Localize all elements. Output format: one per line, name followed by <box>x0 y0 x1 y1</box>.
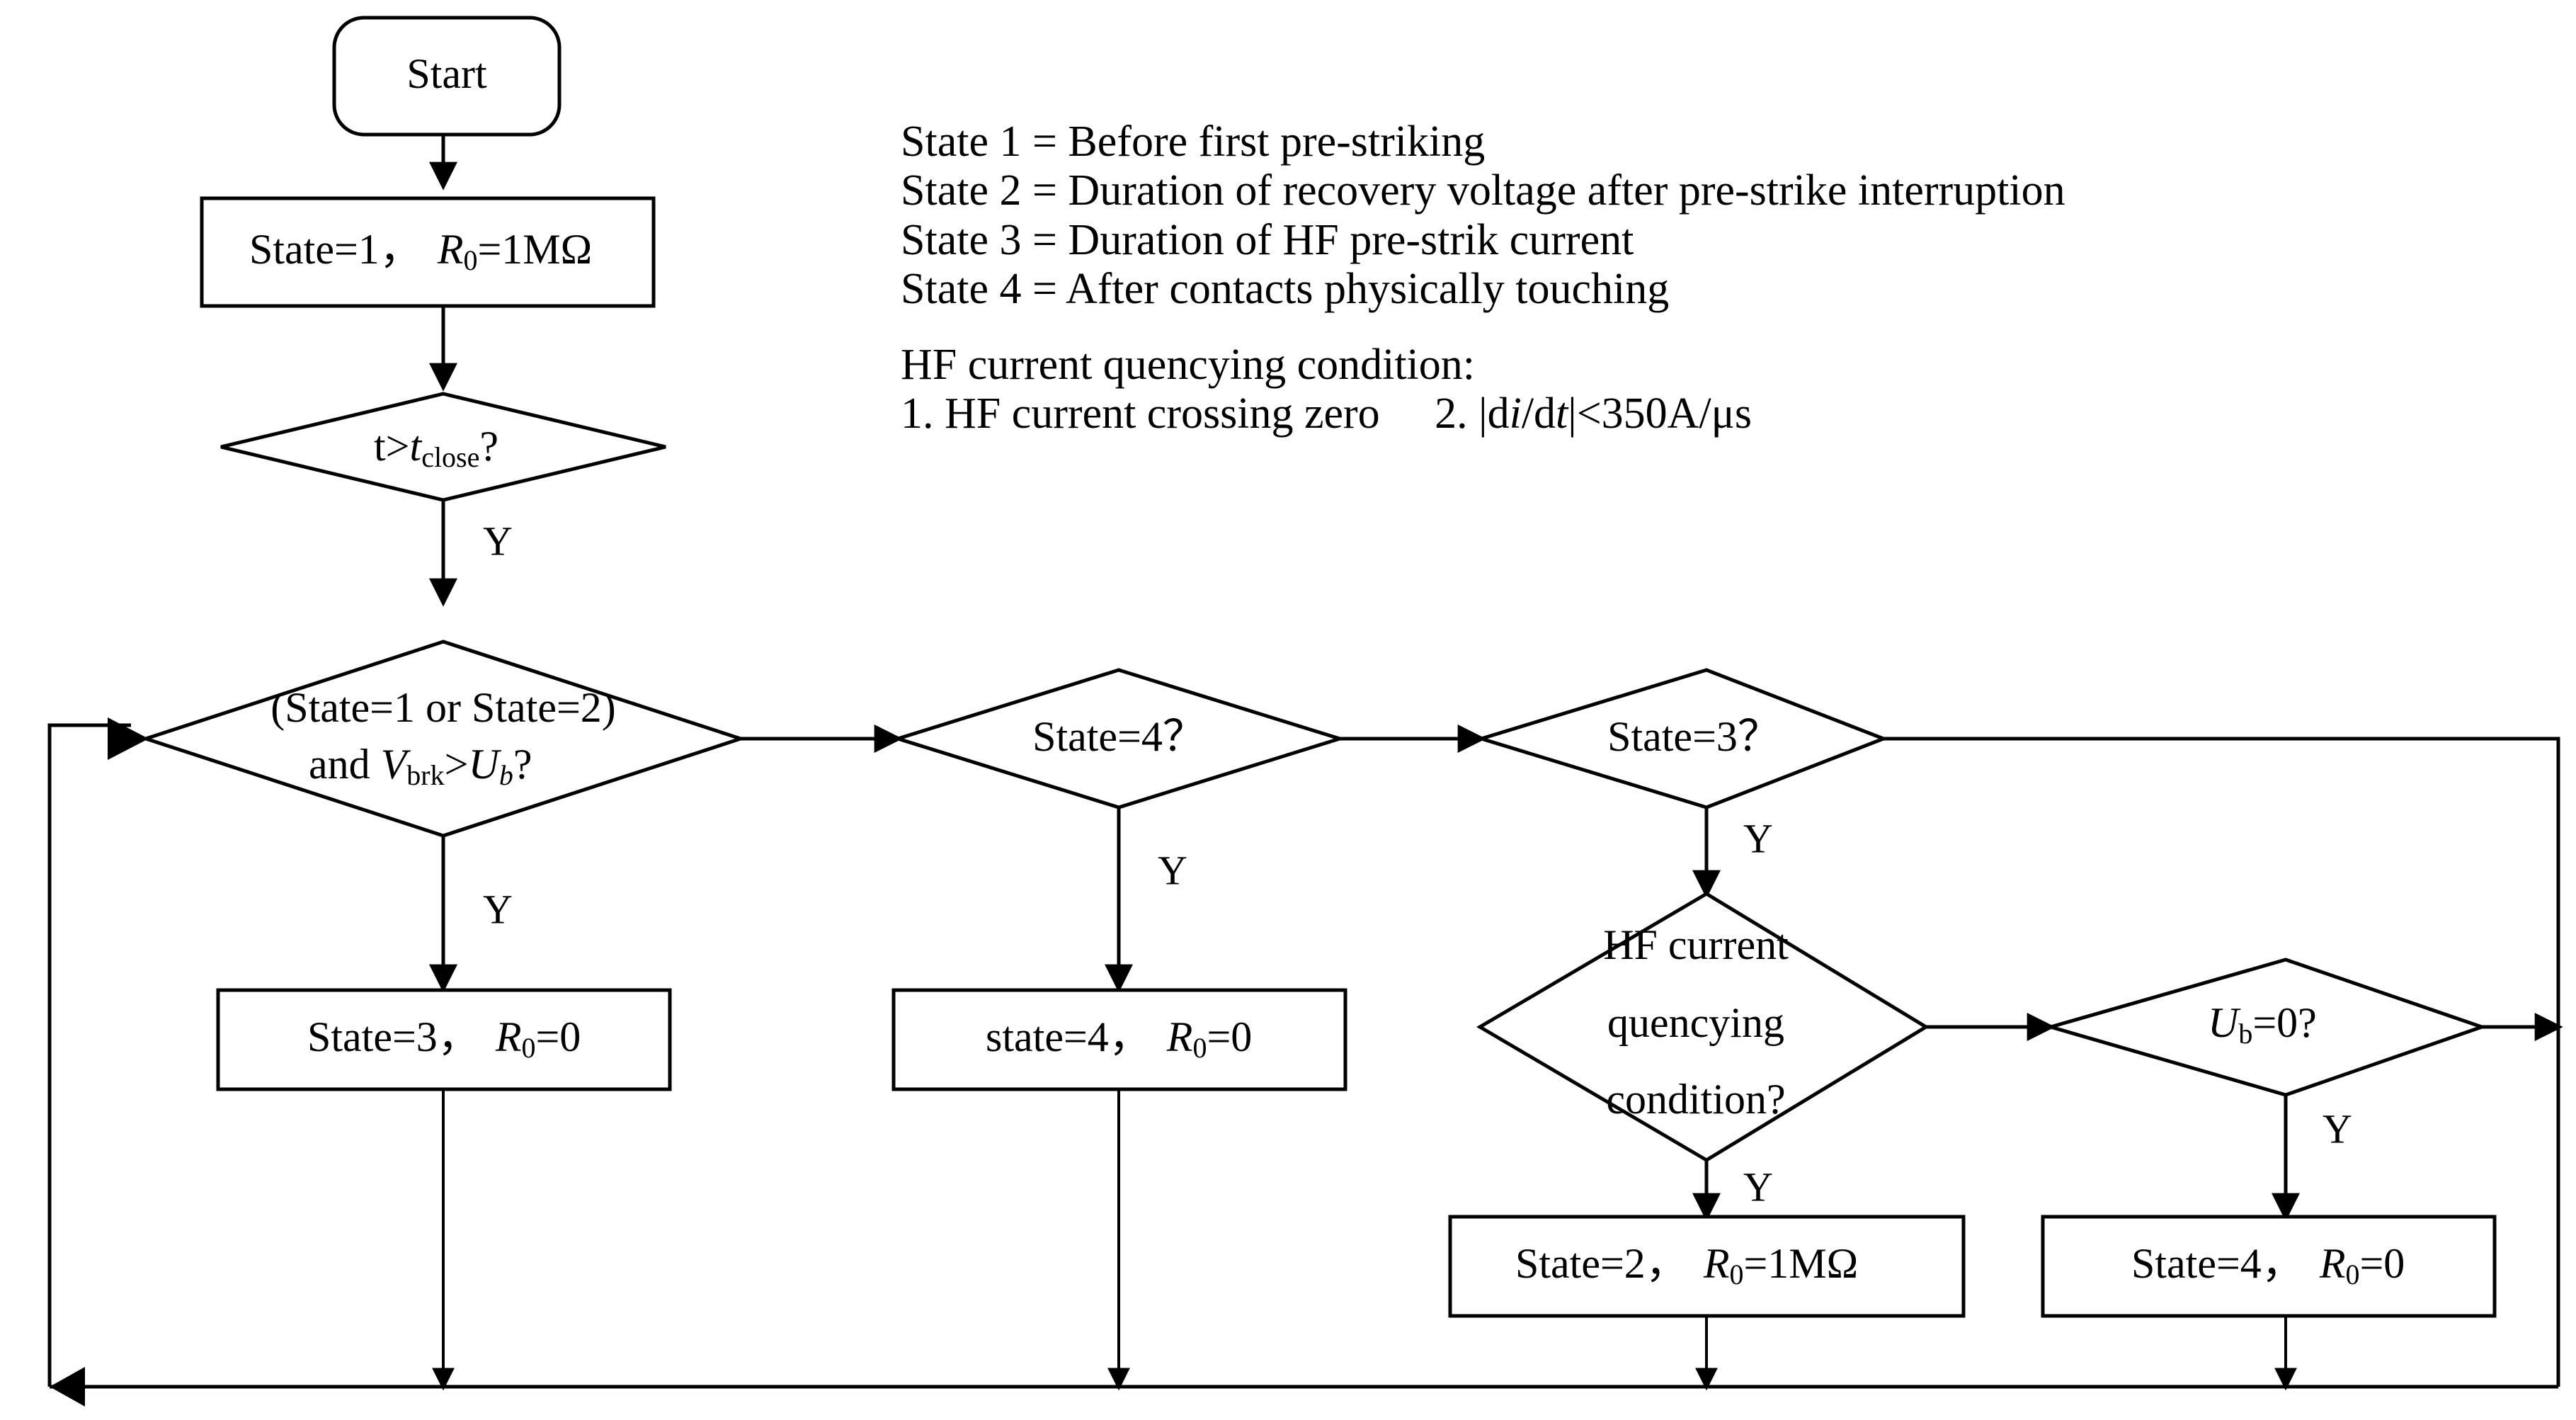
node-set-state2-var: R <box>1703 1240 1730 1287</box>
node-hf-check-line1: HF current <box>1603 921 1789 968</box>
node-set-state4-right-var: R <box>2319 1240 2346 1287</box>
quench-heading: HF current quencying condition: <box>901 340 1475 389</box>
quench-item-2-mid: /d <box>1521 390 1556 438</box>
node-start-label: Start <box>406 50 487 97</box>
node-set-state3-label: State=3， <box>307 1013 480 1060</box>
node-init-label: State=1， <box>249 226 422 273</box>
node-main-decision-line2-a: and <box>309 741 381 788</box>
node-state3-check[interactable]: State=3？ Y <box>1475 668 1888 861</box>
node-set-state2-text: State=2， R0=1MΩ <box>1515 1240 1858 1290</box>
node-main-decision-gt: > <box>445 741 469 788</box>
node-time-check-text: t>tclose? <box>374 423 498 473</box>
node-main-decision-sub1: brk <box>406 759 444 791</box>
node-set-state4-mid-label: state=4， <box>986 1013 1151 1060</box>
node-ub-check-text: Ub=0? <box>2208 999 2317 1050</box>
edge-label-time-yes: Y <box>483 518 513 564</box>
node-set-state4-right-text: State=4， R0=0 <box>2131 1240 2405 1290</box>
edge-state3check-to-right-rail <box>1883 737 2560 1387</box>
edge-bottom-return-rail <box>50 1367 2558 1407</box>
node-set-state2-label2: =1MΩ <box>1743 1240 1858 1287</box>
edge-label-ub-yes: Y <box>2323 1106 2352 1152</box>
edge-label-state4-yes: Y <box>1158 847 1187 893</box>
node-set-state3-text: State=3， R0=0 <box>307 1013 581 1064</box>
node-init-var: R <box>437 226 464 273</box>
node-set-state2[interactable]: State=2， R0=1MΩ <box>1448 1215 1966 1318</box>
node-set-state4-right-label: State=4， <box>2131 1240 2304 1287</box>
quench-items: 1. HF current crossing zero 2. |di/dt|<3… <box>901 390 2529 438</box>
node-init-state[interactable]: State=1， R0=1MΩ <box>200 196 656 308</box>
node-hf-check-line3: condition? <box>1606 1076 1785 1123</box>
node-init-label2: =1MΩ <box>477 226 592 273</box>
node-state4-check[interactable]: State=4？ Y <box>891 668 1346 893</box>
node-main-decision-line2: and Vbrk>Ub? <box>309 741 532 791</box>
node-start[interactable]: Start <box>332 16 562 137</box>
quench-item-1: 1. HF current crossing zero <box>901 390 1380 438</box>
quench-item-2-i: i <box>1509 390 1522 438</box>
node-set-state3-sub: 0 <box>521 1032 535 1064</box>
quench-item-2-t: t <box>1556 390 1568 438</box>
node-state4-check-label: State=4？ <box>1032 713 1205 760</box>
node-time-check-sub: close <box>421 441 479 473</box>
node-time-check[interactable]: t>tclose? Y <box>220 392 666 564</box>
node-main-decision-line1: (State=1 or State=2) <box>270 684 616 731</box>
edge-label-hf-yes: Y <box>1743 1164 1773 1210</box>
node-time-check-var: t <box>410 423 423 470</box>
edge-label-main-yes: Y <box>483 886 513 932</box>
node-ub-check-var: U <box>2208 999 2241 1046</box>
node-main-decision-sub2: b <box>499 759 513 791</box>
node-set-state4-right-label2: =0 <box>2359 1240 2405 1287</box>
node-set-state2-sub: 0 <box>1729 1259 1743 1290</box>
quench-item-2-pre: 2. |d <box>1435 390 1510 438</box>
node-set-state4-mid-text: state=4， R0=0 <box>986 1013 1252 1064</box>
node-init-sub: 0 <box>463 244 477 276</box>
node-set-state4-mid-var: R <box>1166 1013 1193 1060</box>
node-set-state3-label2: =0 <box>535 1013 581 1060</box>
node-set-state3-var: R <box>495 1013 522 1060</box>
legend-state-1: State 1 = Before first pre-striking <box>901 118 1486 166</box>
edge-label-state3-yes: Y <box>1743 815 1773 861</box>
node-set-state3[interactable]: State=3， R0=0 <box>216 988 672 1091</box>
node-set-state4-mid[interactable]: state=4， R0=0 <box>891 988 1347 1091</box>
legend-state-2: State 2 = Duration of recovery voltage a… <box>901 166 2065 215</box>
legend-state-4: State 4 = After contacts physically touc… <box>901 265 1670 314</box>
edge-left-riser-to-main <box>47 717 149 1387</box>
node-time-check-label-b: ? <box>479 423 498 470</box>
node-state3-check-label: State=3？ <box>1607 713 1780 760</box>
node-hf-check[interactable]: HF current quencying condition? Y <box>1476 892 1930 1210</box>
legend-text-block: State 1 = Before first pre-striking Stat… <box>901 118 2529 439</box>
node-time-check-label-a: t> <box>374 423 410 470</box>
node-ub-check-label: =0? <box>2252 999 2316 1046</box>
node-set-state4-right[interactable]: State=4， R0=0 <box>2041 1215 2497 1318</box>
node-main-decision-var2: U <box>468 741 501 788</box>
node-hf-check-line2: quencying <box>1607 999 1784 1046</box>
quench-item-2-post: |<350A/μs <box>1568 390 1753 438</box>
node-set-state4-mid-sub: 0 <box>1192 1032 1207 1064</box>
node-main-decision[interactable]: (State=1 or State=2) and Vbrk>Ub? Y <box>139 640 747 932</box>
legend-state-3: State 3 = Duration of HF pre-strik curre… <box>901 215 1634 264</box>
node-ub-check[interactable]: Ub=0? Y <box>2044 958 2487 1152</box>
node-set-state2-label: State=2， <box>1515 1240 1688 1287</box>
node-init-text: State=1， R0=1MΩ <box>249 226 592 276</box>
node-main-decision-var1: V <box>381 741 411 788</box>
node-set-state4-right-sub: 0 <box>2345 1259 2359 1290</box>
node-ub-check-sub: b <box>2238 1018 2252 1050</box>
node-main-decision-line2-b: ? <box>513 741 532 788</box>
node-set-state4-mid-label2: =0 <box>1207 1013 1252 1060</box>
